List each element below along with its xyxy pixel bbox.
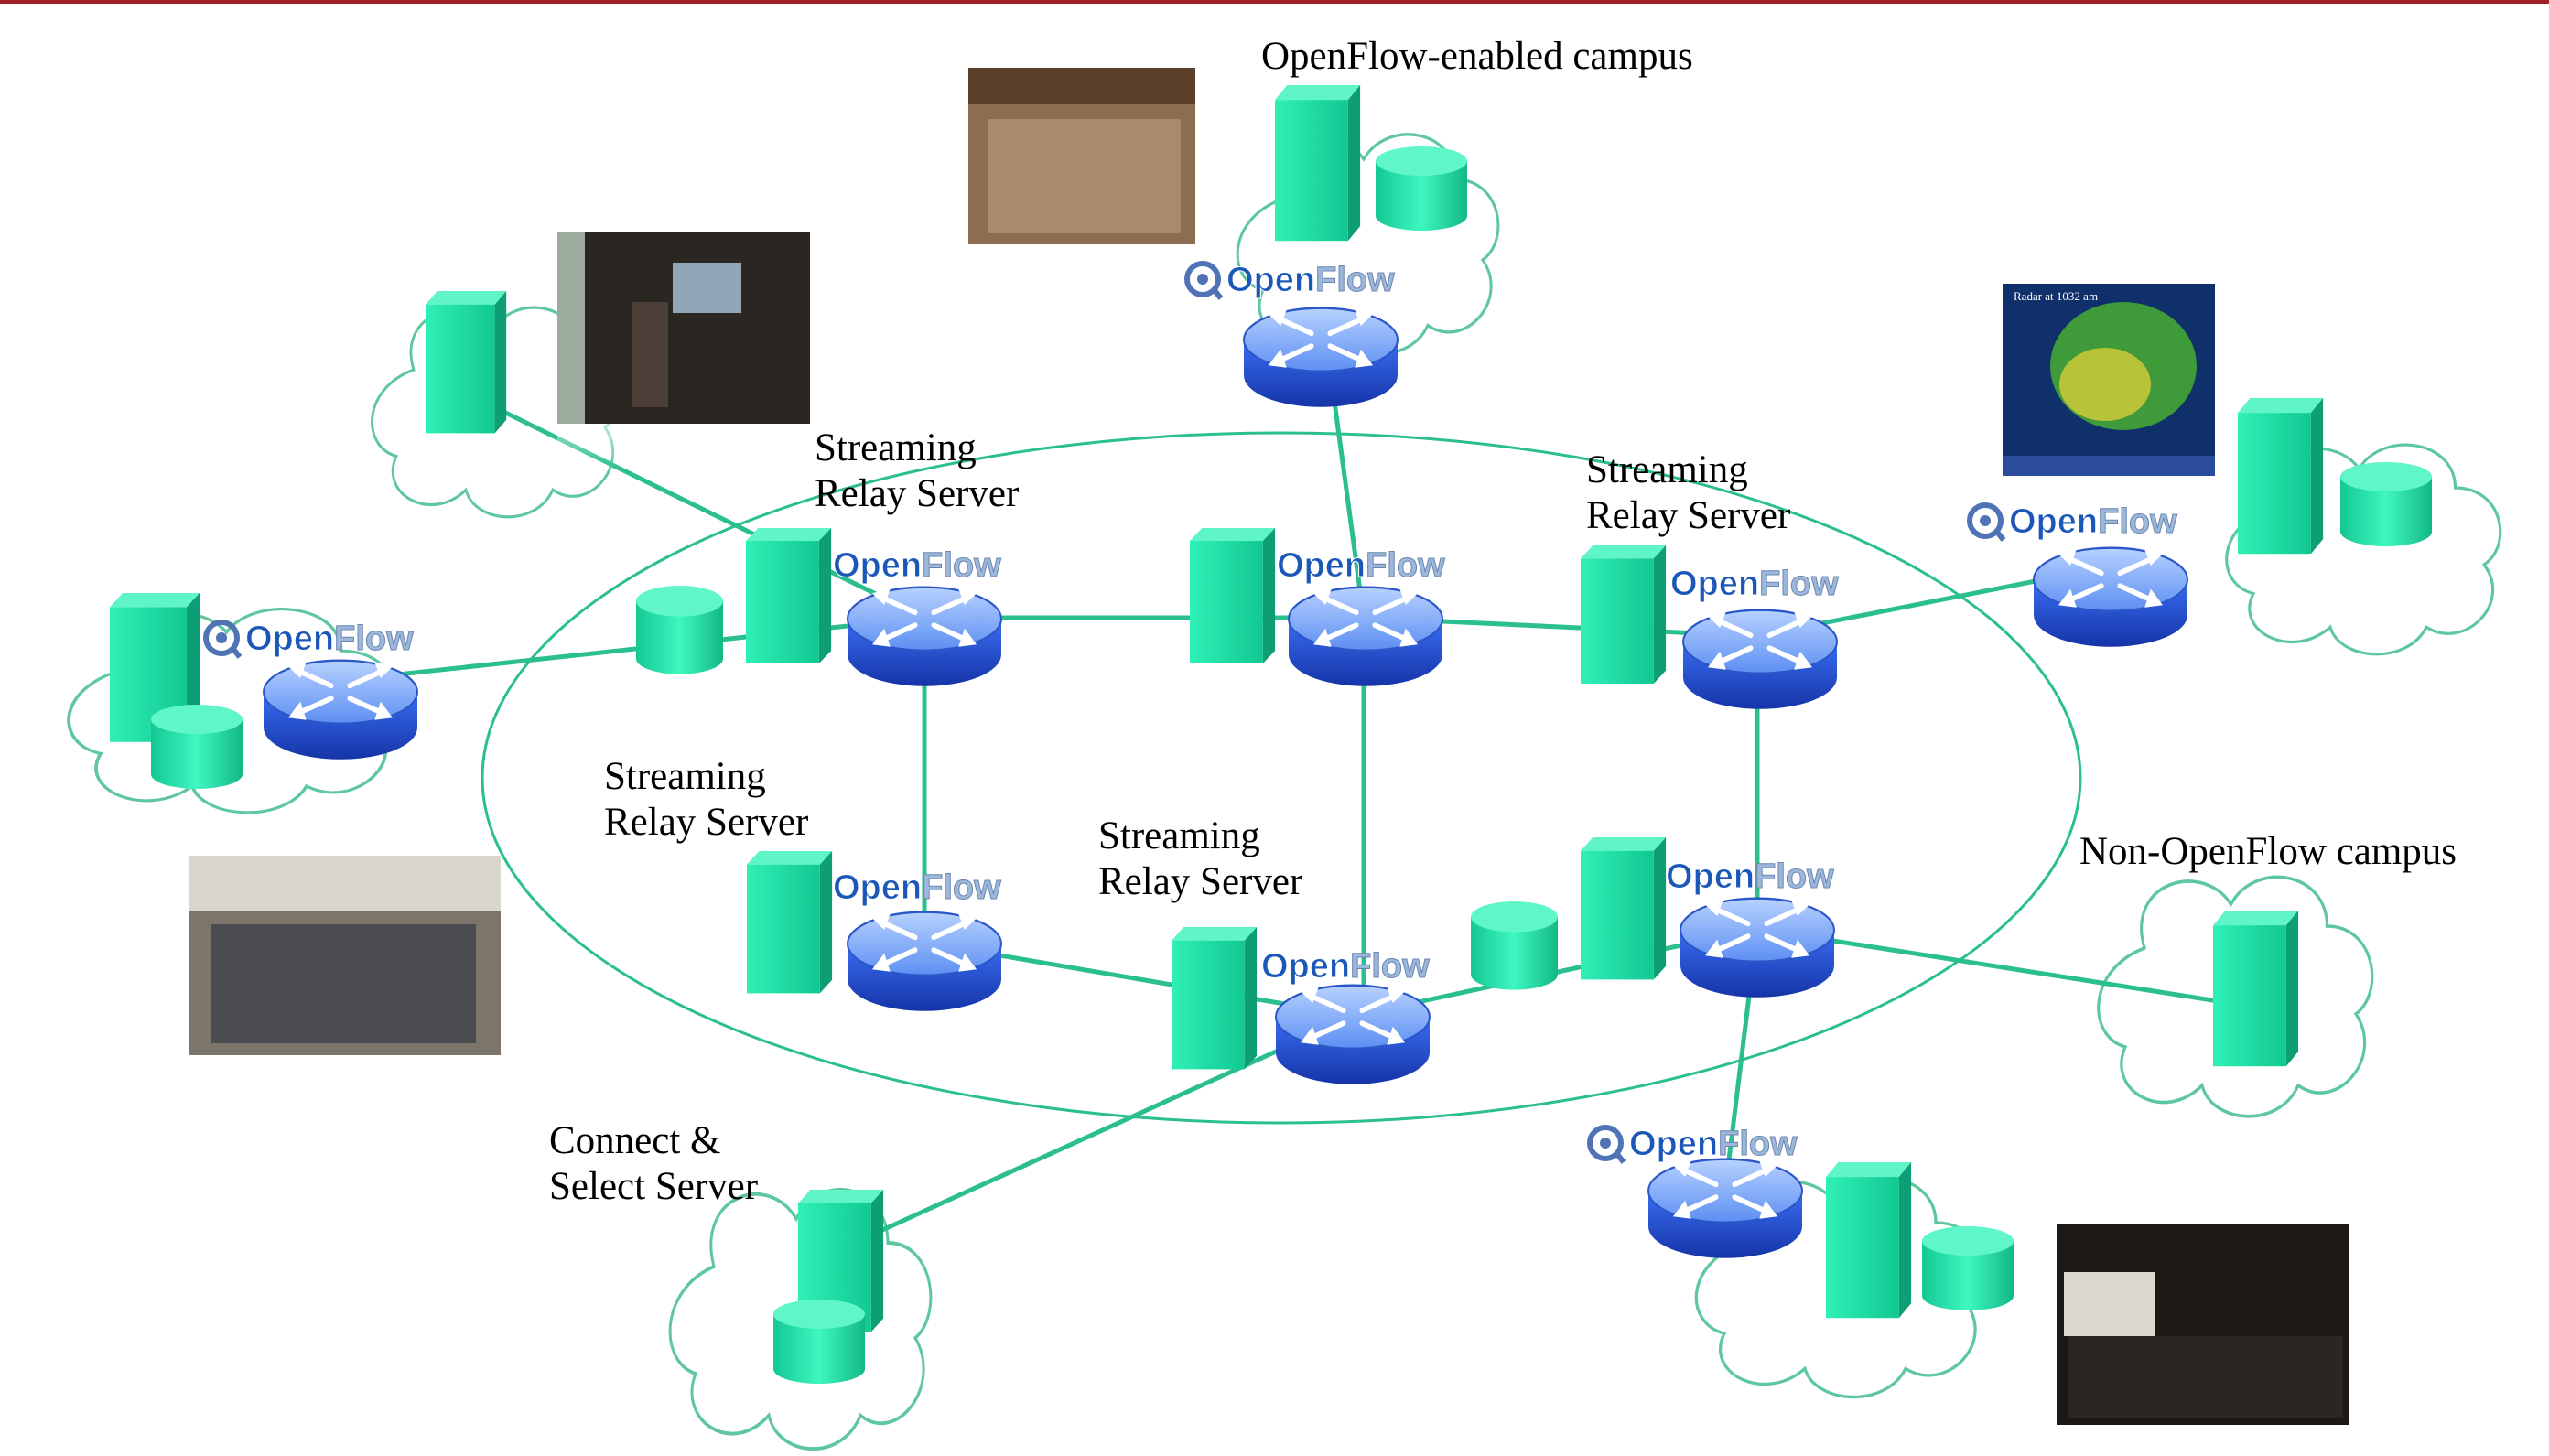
openflow-logo-ring-southeast: OpenFlow bbox=[1666, 857, 1835, 897]
router-relay-1 bbox=[848, 588, 1001, 686]
router-relay-3 bbox=[848, 912, 1001, 1011]
label-openflow-enabled-campus: OpenFlow-enabled campus bbox=[1261, 35, 1693, 78]
photo-presenter bbox=[557, 232, 810, 469]
openflow-wordmark: OpenFlow bbox=[1670, 565, 1839, 603]
openflow-logo-top-campus: OpenFlow bbox=[1187, 261, 1396, 299]
backbone-ring bbox=[481, 431, 2082, 1125]
router-right-campus bbox=[2034, 548, 2187, 647]
router-relay-2 bbox=[1683, 610, 1837, 709]
photo-weather-radar: Radar at 1032 am bbox=[2003, 284, 2215, 476]
openflow-logo-right-campus: OpenFlow bbox=[1970, 502, 2178, 541]
openflow-swirl-icon bbox=[1590, 1127, 1624, 1162]
svg-text:Radar at 1032 am: Radar at 1032 am bbox=[2014, 289, 2098, 303]
openflow-wordmark: OpenFlow bbox=[833, 546, 1001, 585]
openflow-logo-center: OpenFlow bbox=[1277, 546, 1446, 586]
openflow-logo-relay-2: OpenFlow bbox=[1670, 565, 1840, 604]
label-relay-3-line-1: Streaming bbox=[604, 755, 766, 798]
label-connect-select-line-1: Connect & bbox=[549, 1119, 721, 1162]
openflow-logo-relay-1: OpenFlow bbox=[833, 546, 1002, 586]
openflow-wordmark: OpenFlow bbox=[245, 620, 414, 658]
openflow-logo-relay-4: OpenFlow bbox=[1261, 947, 1431, 987]
openflow-wordmark: OpenFlow bbox=[1226, 261, 1395, 299]
label-relay-4-line-1: Streaming bbox=[1098, 814, 1260, 857]
router-bottom-right-campus bbox=[1648, 1159, 1802, 1258]
openflow-wordmark: OpenFlow bbox=[1629, 1125, 1798, 1163]
label-relay-2-line-1: Streaming bbox=[1586, 448, 1748, 491]
openflow-wordmark: OpenFlow bbox=[2009, 502, 2177, 541]
label-non-openflow-campus: Non-OpenFlow campus bbox=[2079, 830, 2457, 873]
openflow-logo-left-campus: OpenFlow bbox=[206, 620, 415, 658]
label-relay-1-line-2: Relay Server bbox=[815, 472, 1019, 515]
openflow-wordmark: OpenFlow bbox=[1277, 546, 1445, 585]
openflow-swirl-icon bbox=[1970, 505, 2004, 540]
openflow-wordmark: OpenFlow bbox=[1666, 857, 1834, 896]
openflow-logo-bottom-right-campus: OpenFlow bbox=[1590, 1125, 1798, 1163]
openflow-logo-relay-3: OpenFlow bbox=[833, 868, 1002, 908]
link-left-campus bbox=[329, 615, 925, 685]
openflow-wordmark: OpenFlow bbox=[833, 868, 1001, 907]
link-to-non-openflow bbox=[1756, 926, 2225, 1005]
openflow-wordmark: OpenFlow bbox=[1261, 947, 1430, 986]
router-ring-southeast bbox=[1680, 899, 1834, 998]
top-rule bbox=[0, 0, 2549, 4]
photo-lecture-hall bbox=[968, 68, 1195, 299]
router-top-campus bbox=[1244, 308, 1398, 407]
photo-conference bbox=[2057, 1224, 2349, 1425]
label-relay-2-line-2: Relay Server bbox=[1586, 494, 1790, 537]
label-relay-1-line-1: Streaming bbox=[815, 426, 977, 469]
label-relay-3-line-2: Relay Server bbox=[604, 801, 808, 844]
photo-classroom bbox=[189, 856, 501, 1110]
router-relay-4 bbox=[1276, 986, 1430, 1084]
router-center bbox=[1289, 588, 1442, 686]
router-left-campus bbox=[264, 661, 417, 760]
link-connect-select bbox=[859, 1013, 1356, 1243]
label-connect-select-line-2: Select Server bbox=[549, 1165, 758, 1208]
label-relay-4-line-2: Relay Server bbox=[1098, 860, 1302, 903]
